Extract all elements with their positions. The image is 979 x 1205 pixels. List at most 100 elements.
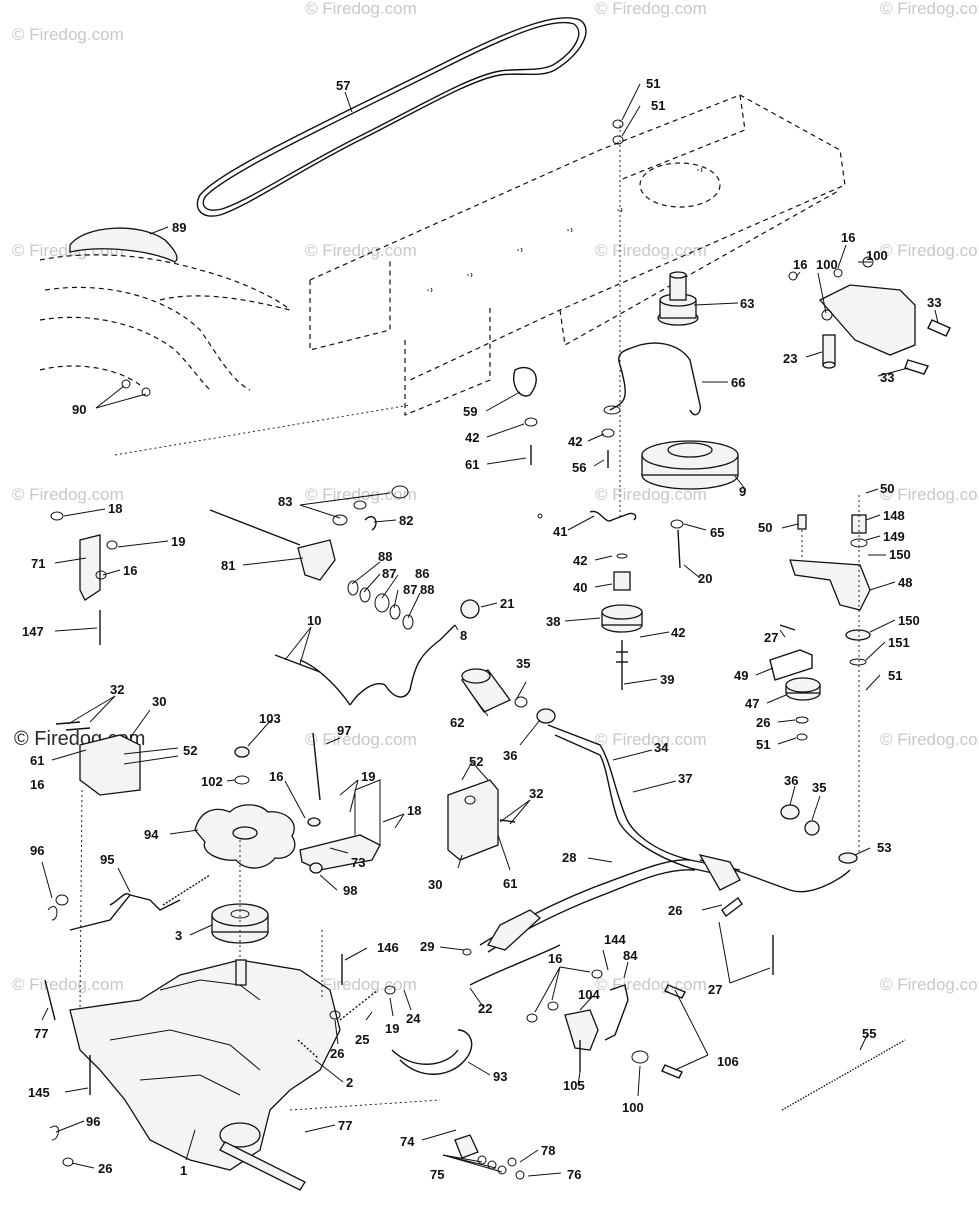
callout-label: 18	[108, 501, 122, 516]
callout-label: 83	[278, 494, 292, 509]
frame-chassis	[114, 94, 846, 520]
callout-label: 30	[428, 877, 442, 892]
shift-rod-8	[274, 599, 480, 706]
callout-label: 88	[378, 549, 392, 564]
watermark-text: © Firedog.com	[305, 730, 417, 749]
bracket-73	[299, 732, 381, 874]
callout-label: 21	[500, 596, 514, 611]
callout-label: 26	[330, 1046, 344, 1061]
callout-label: 36	[784, 773, 798, 788]
fender-outline	[39, 227, 291, 397]
callout-label: 71	[31, 556, 45, 571]
watermark-text: © Firedog.com	[880, 241, 979, 260]
callout-label: 90	[72, 402, 86, 417]
callout-label: 50	[880, 481, 894, 496]
callout-label: 96	[30, 843, 44, 858]
callout-label: 146	[377, 940, 399, 955]
misc-small-parts	[44, 119, 796, 1111]
watermark-text: © Firedog.com	[305, 0, 417, 18]
callout-label: 97	[337, 723, 351, 738]
callout-label: 29	[420, 939, 434, 954]
rod-34-37	[547, 724, 858, 893]
callout-label: 144	[604, 932, 626, 947]
drive-belt	[196, 17, 587, 217]
callout-label: 56	[572, 460, 586, 475]
callout-label: 32	[110, 682, 124, 697]
callout-label: 93	[493, 1069, 507, 1084]
callout-label: 9	[739, 484, 746, 499]
callout-label: 16	[841, 230, 855, 245]
watermark-text: © Firedog.com	[595, 241, 707, 260]
callout-label: 35	[812, 780, 826, 795]
callout-label: 26	[668, 903, 682, 918]
callout-label: 59	[463, 404, 477, 419]
callout-label: 42	[568, 434, 582, 449]
watermark-text: © Firedog.com	[305, 975, 417, 994]
callout-label: 150	[889, 547, 911, 562]
callout-label: 18	[407, 803, 421, 818]
callout-label: 61	[465, 457, 479, 472]
callout-label: 100	[622, 1100, 644, 1115]
callout-label: 89	[172, 220, 186, 235]
callout-label: 33	[927, 295, 941, 310]
callout-label: 82	[399, 513, 413, 528]
springs-25-2-55	[297, 985, 906, 1111]
watermark-text: © Firedog.com	[880, 0, 979, 18]
rod-28	[479, 859, 696, 953]
callout-label: 50	[758, 520, 772, 535]
callout-label: 27	[764, 630, 778, 645]
callout-label: 36	[503, 748, 517, 763]
callout-label: 32	[529, 786, 543, 801]
callout-label: 39	[660, 672, 674, 687]
leader-lines	[41, 83, 939, 1177]
watermark-text: © Firedog.com	[880, 975, 979, 994]
callout-label: 100	[816, 257, 838, 272]
callout-label: 16	[793, 257, 807, 272]
callout-label: 16	[30, 777, 44, 792]
callout-label: 88	[420, 582, 434, 597]
callout-label: 61	[30, 753, 44, 768]
idler-pulley-38	[601, 553, 643, 690]
callout-label: 55	[862, 1026, 876, 1041]
callout-label: 52	[469, 754, 483, 769]
shift-arm-95	[55, 874, 211, 931]
callout-label: 26	[98, 1161, 112, 1176]
transaxle-1	[69, 959, 341, 1191]
callout-label: 76	[567, 1167, 581, 1182]
engine-pulley-63	[657, 271, 699, 326]
callout-label: 53	[877, 840, 891, 855]
callout-label: 38	[546, 614, 560, 629]
callout-label: 77	[338, 1118, 352, 1133]
brake-arm-104	[526, 969, 686, 1079]
callout-label: 8	[460, 628, 467, 643]
callout-label: 16	[123, 563, 137, 578]
idler-arm-48	[789, 495, 871, 855]
callout-label: 26	[756, 715, 770, 730]
callout-label: 33	[880, 370, 894, 385]
watermark-text: © Firedog.com	[305, 241, 417, 260]
spring-rod-66	[603, 342, 702, 416]
callout-label: 81	[221, 558, 235, 573]
callout-label: 61	[503, 876, 517, 891]
callout-label: 42	[465, 430, 479, 445]
callout-label: 95	[100, 852, 114, 867]
callout-label: 87	[403, 582, 417, 597]
callout-label: 27	[708, 982, 722, 997]
idler-pulley-47	[769, 649, 821, 741]
callout-label: 86	[415, 566, 429, 581]
callout-label: 41	[553, 524, 567, 539]
callout-labels: 57 51 51 89 90 63 66 59 42 61 42 56 9 16…	[22, 76, 941, 1182]
callout-label: 78	[541, 1143, 555, 1158]
callout-label: 48	[898, 575, 912, 590]
callout-label: 19	[171, 534, 185, 549]
rods-bottom-74-75	[47, 906, 525, 1180]
callout-label: 51	[756, 737, 770, 752]
callout-label: 77	[34, 1026, 48, 1041]
callout-label: 20	[698, 571, 712, 586]
callout-label: 103	[259, 711, 281, 726]
callout-label: 105	[563, 1078, 585, 1093]
washers-86-88	[347, 580, 414, 630]
callout-label: 3	[175, 928, 182, 943]
callout-label: 47	[745, 696, 759, 711]
